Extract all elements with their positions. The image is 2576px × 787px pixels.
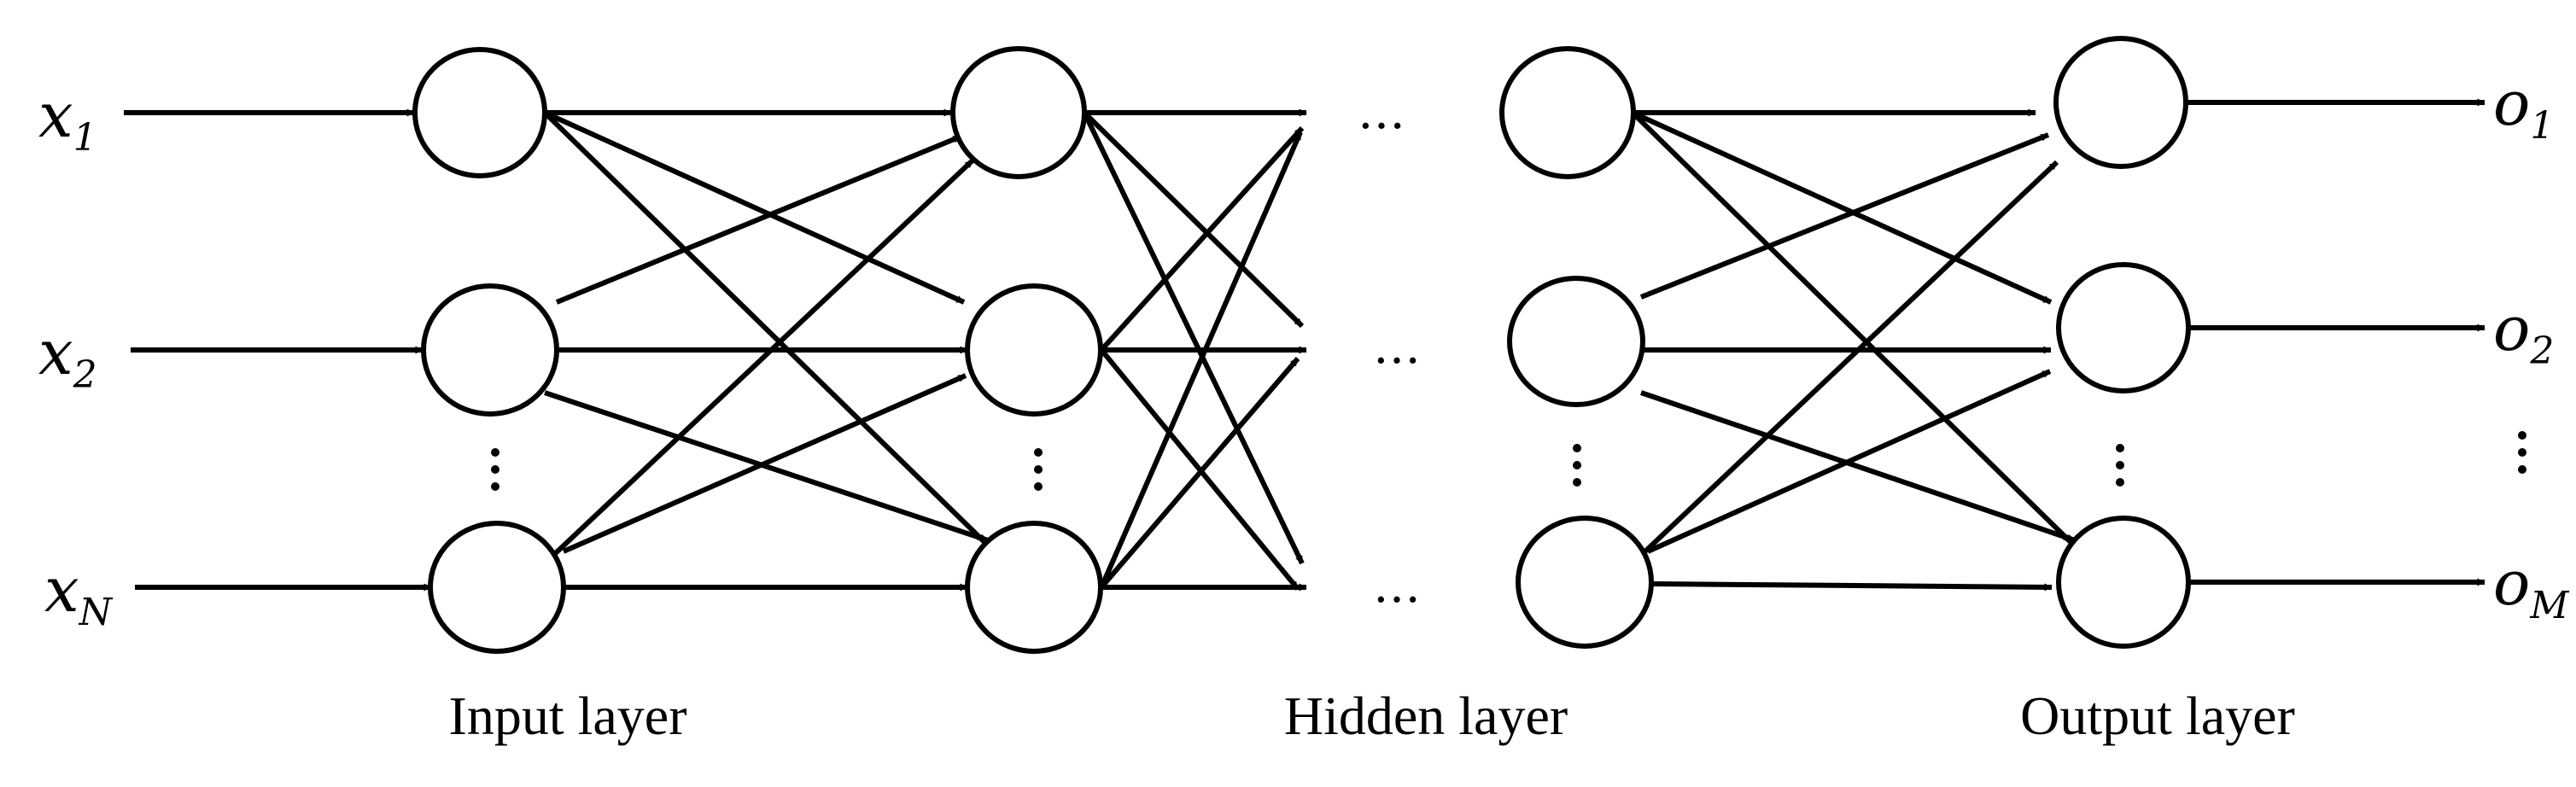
edge-in1-h2	[543, 110, 966, 305]
edge-hk2-o1	[1639, 132, 2050, 300]
hiddenk-neuron-1	[1499, 46, 1636, 179]
vertical-dots-hidden1	[1034, 448, 1043, 491]
hiddenk-neuron-3	[1516, 516, 1654, 649]
hidden-layer-label: Hidden layer	[1284, 685, 1568, 746]
input-label-n: xN	[44, 554, 114, 634]
hidden1-neuron-3	[965, 521, 1103, 654]
output-neuron-2	[2056, 262, 2191, 394]
edge-in1-h3	[542, 110, 987, 545]
edge-h1-n2	[1082, 110, 1305, 329]
input-layer-label: Input layer	[449, 685, 687, 746]
hidden1-neuron-1	[950, 46, 1087, 179]
hidden1-neuron-2	[965, 283, 1103, 417]
connections	[124, 98, 2485, 592]
input-neuron-2	[421, 283, 559, 417]
vertical-dots-input	[491, 448, 499, 491]
edge-hk1-o2	[1631, 110, 2053, 305]
output-label-1: o1	[2493, 67, 2554, 148]
edge-in2-h3	[544, 390, 989, 543]
input-neuron-n	[428, 521, 566, 654]
output-neuron-1	[2053, 36, 2188, 169]
input-neuron-1	[412, 47, 547, 178]
edge-hkn-o2	[1646, 369, 2052, 554]
hiddenk-neuron-2	[1507, 276, 1645, 407]
edge-h1-n3	[1082, 111, 1305, 565]
vertical-dots-hiddenk	[1573, 444, 1581, 487]
output-label-m: oM	[2493, 547, 2569, 627]
input-label-1: x1	[38, 79, 97, 160]
output-layer-label: Output layer	[2020, 685, 2295, 746]
edge-inN-h2	[562, 373, 967, 554]
edge-h2-n1	[1099, 125, 1305, 353]
output-neuron-m	[2056, 516, 2191, 649]
hidden-ellipsis-2: …	[1373, 319, 1421, 375]
edge-h3-n1	[1099, 131, 1303, 589]
edge-inN-h1	[542, 158, 975, 566]
hidden-ellipsis-3: …	[1373, 558, 1421, 614]
vertical-dots	[491, 431, 2526, 491]
edge-hk1-o3	[1630, 110, 2073, 545]
input-label-2: x2	[38, 317, 97, 397]
edge-hk2-o3	[1640, 390, 2076, 543]
edge-h3-n2	[1099, 357, 1300, 589]
neurons	[412, 36, 2191, 654]
vertical-dots-output	[2116, 444, 2124, 487]
output-label-2: o2	[2493, 293, 2554, 373]
edge-in2-h1	[555, 134, 962, 305]
edge-hkn-o3	[1651, 581, 2053, 592]
edge-hkn-o1	[1630, 160, 2059, 566]
vertical-dots-output-labels	[2518, 431, 2526, 474]
hidden-ellipsis-1: …	[1358, 85, 1405, 140]
